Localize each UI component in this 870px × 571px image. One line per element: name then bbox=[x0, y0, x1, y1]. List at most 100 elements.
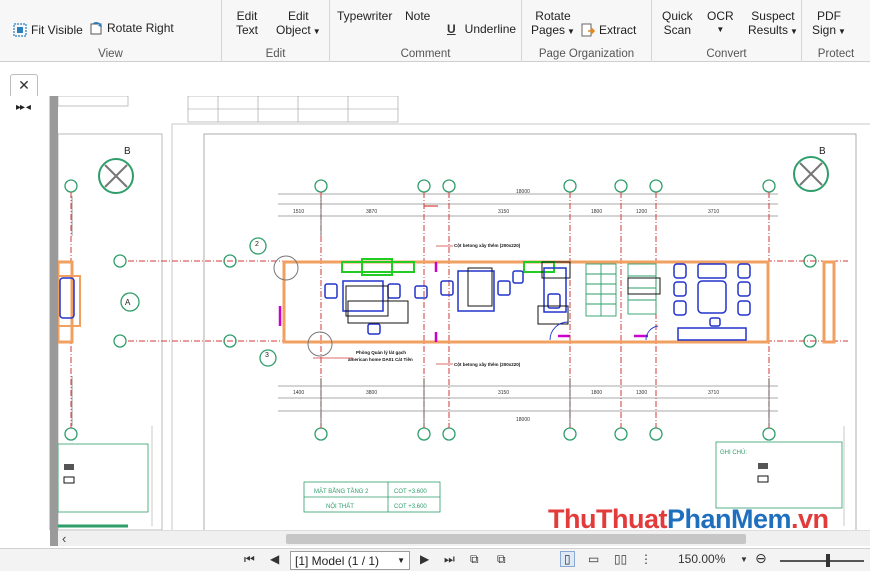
svg-text:1510: 1510 bbox=[293, 209, 304, 215]
ocr-label: OCR bbox=[707, 9, 734, 23]
dropdown-caret-icon: ▼ bbox=[716, 25, 725, 34]
ribbon-group-protect: PDF Sign▼ Protect bbox=[802, 0, 870, 62]
edit-object-button[interactable]: Edit Object▼ bbox=[276, 9, 321, 39]
horizontal-scrollbar[interactable]: ‹ bbox=[58, 530, 870, 546]
group-label-comment: Comment bbox=[400, 48, 451, 60]
first-page-icon[interactable]: ⏮ bbox=[244, 552, 255, 566]
rotate-right-label: Rotate Right bbox=[107, 21, 174, 35]
previous-page-icon[interactable]: ◀ bbox=[270, 552, 280, 566]
extract-button[interactable]: Extract bbox=[580, 22, 636, 38]
extract-label: Extract bbox=[599, 23, 637, 37]
svg-text:1800: 1800 bbox=[591, 209, 602, 215]
group-label-protect: Protect bbox=[817, 48, 855, 60]
title-val-2: COT +3.600 bbox=[394, 504, 427, 510]
dropdown-caret-icon: ▼ bbox=[397, 556, 405, 565]
rotate-right-icon bbox=[90, 22, 102, 35]
view-forward-icon[interactable]: ⧉ bbox=[497, 552, 506, 566]
ocr-button[interactable]: OCR ▼ bbox=[707, 9, 734, 37]
edit-text-button[interactable]: Edit Text bbox=[236, 9, 258, 37]
dropdown-caret-icon: ▼ bbox=[567, 27, 575, 36]
zoom-dropdown-caret-icon[interactable]: ▼ bbox=[740, 555, 748, 564]
continuous-page-icon[interactable]: ▭ bbox=[588, 552, 600, 566]
quick-scan-label-1: Quick bbox=[662, 9, 693, 23]
rotate-pages-label-2: Pages bbox=[531, 23, 566, 37]
title-line-2: NỘI THẤT bbox=[326, 503, 354, 510]
next-page-icon[interactable]: ▶ bbox=[420, 552, 430, 566]
axis-label-2: 2 bbox=[255, 241, 259, 248]
ribbon: Fit Visible Rotate Right View Edit Text … bbox=[0, 0, 870, 62]
fit-visible-button[interactable]: Fit Visible bbox=[12, 22, 83, 38]
extract-icon bbox=[581, 23, 596, 37]
quick-scan-button[interactable]: Quick Scan bbox=[662, 9, 693, 37]
room-label: Phòng Quản lý lát gạch bbox=[356, 350, 406, 355]
title-val-1: COT +3.600 bbox=[394, 489, 427, 495]
document-tab-strip: ✕ bbox=[0, 62, 870, 96]
svg-text:1300: 1300 bbox=[636, 390, 647, 396]
legend-header: GHI CHÚ: bbox=[720, 449, 747, 456]
rotate-pages-button[interactable]: Rotate Pages▼ bbox=[531, 9, 575, 39]
title-block bbox=[303, 481, 441, 513]
watermark-part-b: PhanMem bbox=[666, 504, 792, 534]
note-button[interactable]: Note bbox=[405, 9, 431, 23]
last-page-icon[interactable]: ⏭ bbox=[444, 552, 455, 566]
fit-visible-icon bbox=[13, 23, 27, 37]
underline-button[interactable]: U Underline bbox=[447, 22, 516, 36]
note-top: Cột betong xây thêm (200x220) bbox=[454, 243, 521, 248]
legend-right bbox=[715, 441, 843, 509]
continuous-facing-icon[interactable]: ⋮ bbox=[640, 552, 652, 566]
close-tab-button[interactable]: ✕ bbox=[10, 74, 38, 96]
dims-top: 1510 3870 3150 1800 1200 3710 bbox=[293, 209, 719, 215]
group-label-view: View bbox=[98, 48, 123, 60]
close-icon: ✕ bbox=[18, 77, 30, 93]
dropdown-caret-icon: ▼ bbox=[838, 27, 846, 36]
suspect-results-label-1: Suspect bbox=[751, 9, 795, 23]
rotate-right-button[interactable]: Rotate Right bbox=[88, 20, 174, 36]
document-canvas[interactable]: B B bbox=[58, 96, 870, 532]
single-page-icon[interactable]: ▯ bbox=[560, 551, 575, 567]
zoom-level[interactable]: 150.00% bbox=[678, 552, 726, 566]
title-line-1: MẶT BẰNG TẦNG 2 bbox=[314, 487, 369, 495]
facing-pages-icon[interactable]: ▯▯ bbox=[614, 552, 628, 566]
dims-bottom: 1400 3800 3150 1800 1300 3710 bbox=[293, 390, 719, 396]
svg-text:3150: 3150 bbox=[498, 390, 509, 396]
group-label-edit: Edit bbox=[265, 48, 286, 60]
fit-visible-label: Fit Visible bbox=[31, 23, 83, 37]
svg-text:3800: 3800 bbox=[366, 390, 377, 396]
edit-text-label-1: Edit bbox=[236, 9, 258, 23]
zoom-slider-track[interactable] bbox=[780, 560, 864, 562]
svg-text:3710: 3710 bbox=[708, 209, 719, 215]
zoom-out-icon[interactable]: ⊖ bbox=[755, 550, 767, 566]
watermark-part-a: ThuThuat bbox=[548, 504, 667, 534]
dim-total-bottom: 18000 bbox=[516, 417, 530, 423]
underline-label: Underline bbox=[464, 22, 517, 36]
zoom-slider-knob[interactable] bbox=[826, 554, 830, 567]
dim-total-top: 18000 bbox=[516, 189, 530, 195]
dropdown-caret-icon: ▼ bbox=[790, 27, 798, 36]
edit-object-label-1: Edit bbox=[287, 9, 309, 23]
page-model-select[interactable]: [1] Model (1 / 1) ▼ bbox=[290, 551, 410, 570]
quick-scan-label-2: Scan bbox=[663, 23, 692, 37]
suspect-results-button[interactable]: Suspect Results▼ bbox=[748, 9, 798, 39]
edit-text-label-2: Text bbox=[236, 23, 259, 37]
axis-label-b-left: B bbox=[124, 146, 131, 157]
svg-text:3150: 3150 bbox=[498, 209, 509, 215]
callout-a: A bbox=[125, 298, 131, 307]
underline-icon: U bbox=[447, 22, 456, 36]
pdf-sign-button[interactable]: PDF Sign▼ bbox=[812, 9, 846, 39]
ribbon-group-comment: Typewriter Note U Underline Comment bbox=[330, 0, 522, 62]
pdf-sign-label-1: PDF bbox=[816, 9, 841, 23]
pane-divider[interactable] bbox=[50, 96, 58, 546]
scrollbar-thumb[interactable] bbox=[286, 534, 746, 544]
typewriter-button[interactable]: Typewriter bbox=[337, 9, 393, 23]
watermark-part-c: .vn bbox=[791, 504, 829, 534]
group-label-convert: Convert bbox=[706, 48, 747, 60]
expand-pane-icon[interactable]: ▸▸ ◂ bbox=[16, 102, 31, 113]
suspect-results-label-2: Results bbox=[748, 23, 789, 37]
dropdown-caret-icon: ▼ bbox=[312, 27, 321, 36]
scroll-left-icon[interactable]: ‹ bbox=[62, 531, 67, 546]
svg-text:1400: 1400 bbox=[293, 390, 304, 396]
edit-object-label-2: Object bbox=[276, 23, 311, 37]
view-back-icon[interactable]: ⧉ bbox=[470, 552, 479, 566]
ribbon-group-view: Fit Visible Rotate Right View bbox=[0, 0, 222, 62]
svg-text:3710: 3710 bbox=[708, 390, 719, 396]
